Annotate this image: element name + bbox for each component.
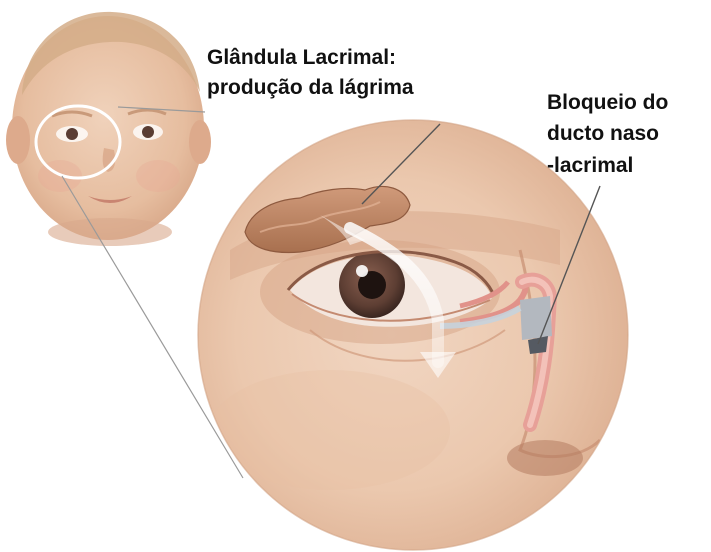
label-lacrimal-gland-description: produção da lágrima bbox=[207, 75, 414, 101]
label-lacrimal-gland-title: Glândula Lacrimal: bbox=[207, 45, 396, 71]
label-blockage-line2: ducto naso bbox=[547, 121, 659, 147]
duct-blockage bbox=[520, 296, 552, 340]
label-blockage-line1: Bloqueio do bbox=[547, 90, 668, 116]
label-blockage-line3: -lacrimal bbox=[547, 153, 633, 179]
baby-face bbox=[6, 12, 211, 246]
zoom-circle bbox=[198, 120, 628, 550]
